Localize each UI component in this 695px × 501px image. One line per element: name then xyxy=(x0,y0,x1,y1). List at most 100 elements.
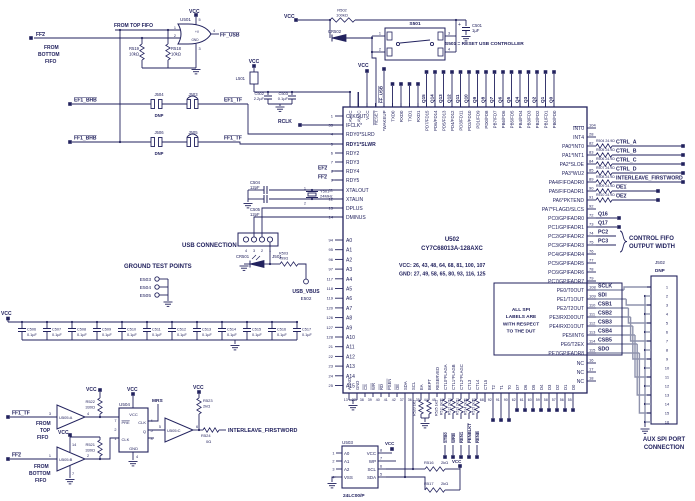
label: Q xyxy=(143,429,146,434)
pin-name: CTL0*FLAGA xyxy=(443,364,448,390)
terminal-square xyxy=(382,67,386,71)
label: 2 xyxy=(379,48,381,52)
pin-name: PB4/FD4 xyxy=(518,110,523,128)
wire xyxy=(417,399,425,415)
net-label: Q14 xyxy=(430,94,435,103)
pin-number: 77 xyxy=(589,258,594,263)
pin-name: IFCLK* xyxy=(346,123,362,129)
pin-name: INT0 xyxy=(573,126,584,132)
aux-caption: AUX SPI PORT xyxy=(643,437,686,443)
terminal-square xyxy=(501,70,505,74)
label: VCC xyxy=(284,14,295,20)
label: 2 xyxy=(87,454,89,458)
pin-circle xyxy=(303,278,309,285)
pin-circle xyxy=(154,276,160,282)
wire xyxy=(595,197,613,203)
label: 2 xyxy=(261,249,263,253)
net-ff1-bhb: FF1_BHB xyxy=(74,136,97,142)
pin-name: XTALIN xyxy=(346,197,364,203)
junction-dot xyxy=(118,140,122,144)
label: 2kΩ xyxy=(441,460,448,465)
label: C501 xyxy=(472,23,483,28)
connector-pin-number: 14 xyxy=(665,402,670,407)
pin-name: PA2*SLOE xyxy=(560,162,585,168)
terminal-square xyxy=(499,418,503,422)
net-label: REN1 xyxy=(459,431,464,443)
terminal-square xyxy=(441,70,446,74)
pin-number: 108 xyxy=(589,285,596,290)
pin-number: 109 xyxy=(589,294,596,299)
pin-name: PB7/FD7 xyxy=(493,110,498,128)
cap-ref: C516 xyxy=(277,328,286,332)
terminal-square xyxy=(294,18,298,22)
wire xyxy=(625,299,651,306)
label: 3 xyxy=(253,249,255,253)
pin-name: A0 xyxy=(344,451,350,456)
label: BOTTOM xyxy=(29,471,51,477)
terminal-square xyxy=(467,455,471,459)
label: 2.2µF xyxy=(254,96,265,101)
resistor-label: R512 2kΩ xyxy=(448,399,452,415)
pin-number: 5 xyxy=(380,473,382,477)
terminal-square xyxy=(535,70,539,74)
pin-name: CTL3 xyxy=(467,379,472,390)
pin-name: RDY4 xyxy=(346,169,360,175)
cap-value: 0.1µF xyxy=(52,333,62,337)
net-label: CTRL_A xyxy=(616,140,637,146)
terminal-square xyxy=(194,13,198,17)
cap-ref: C509 xyxy=(102,328,111,332)
wire xyxy=(148,404,159,422)
label: FROM xyxy=(34,464,49,470)
label: DNP xyxy=(155,151,164,156)
pin-name: WP xyxy=(369,459,376,464)
note-text: LABELS ARE xyxy=(506,314,537,320)
wire xyxy=(595,152,613,158)
pin-number: 117 xyxy=(327,276,334,281)
pin-name: NC xyxy=(577,361,585,367)
note-text: TO THE DUT xyxy=(507,329,536,335)
terminal-square xyxy=(68,102,72,106)
pin-name: PA4/FIFOADR0 xyxy=(549,180,584,186)
net-label: CTRL_B xyxy=(616,149,637,155)
terminal-square xyxy=(656,189,660,193)
wire xyxy=(253,216,343,237)
wire xyxy=(371,52,377,107)
component-box xyxy=(158,137,163,147)
connector-dnp: DNP xyxy=(655,268,665,273)
net-label: PC2 xyxy=(598,230,608,236)
label: VCC xyxy=(193,385,204,391)
pin-number: 94 xyxy=(329,238,334,243)
pin-number: 1 xyxy=(332,452,334,456)
label: CLK xyxy=(138,420,146,425)
label: VCC xyxy=(129,412,138,417)
inductor-box xyxy=(249,71,259,85)
resistor-label: R508 24.9Ω xyxy=(596,175,615,179)
pin-number: 74 xyxy=(589,231,594,236)
label: R524 xyxy=(201,433,211,438)
usb-connection-title: USB CONNECTION xyxy=(182,243,237,249)
pin-name: PB6/FD6 xyxy=(501,110,506,128)
terminal-square xyxy=(416,82,420,86)
label: GND xyxy=(191,38,199,42)
caps-vcc: VCC xyxy=(1,311,12,317)
pin-number: 115 xyxy=(589,348,596,353)
pin-name: CS xyxy=(363,384,368,390)
connector-pin-number: 12 xyxy=(665,384,670,389)
label: 2kΩ xyxy=(441,481,448,486)
net-label: Q2 xyxy=(532,96,537,103)
terminal-square xyxy=(571,408,575,412)
connector-pin-number: 6 xyxy=(666,330,669,335)
pin-number: 92 xyxy=(589,204,594,209)
pin-number: 33 xyxy=(329,123,334,128)
pin-name: RDY0*SLRD xyxy=(346,132,375,138)
terminal-square xyxy=(617,216,621,220)
label: 4 xyxy=(136,455,138,459)
pin-name: PB0/FD0 xyxy=(552,110,557,128)
pin-name: TXD1 xyxy=(408,110,413,122)
spi-note-box xyxy=(493,282,623,356)
net-ef1-bhb: EF1_BHB xyxy=(74,98,97,104)
buffer-b xyxy=(56,446,87,472)
pin-number: 90 xyxy=(589,186,594,191)
buffer-c xyxy=(164,417,195,443)
resistor-label: R520 1kΩ xyxy=(413,400,417,416)
